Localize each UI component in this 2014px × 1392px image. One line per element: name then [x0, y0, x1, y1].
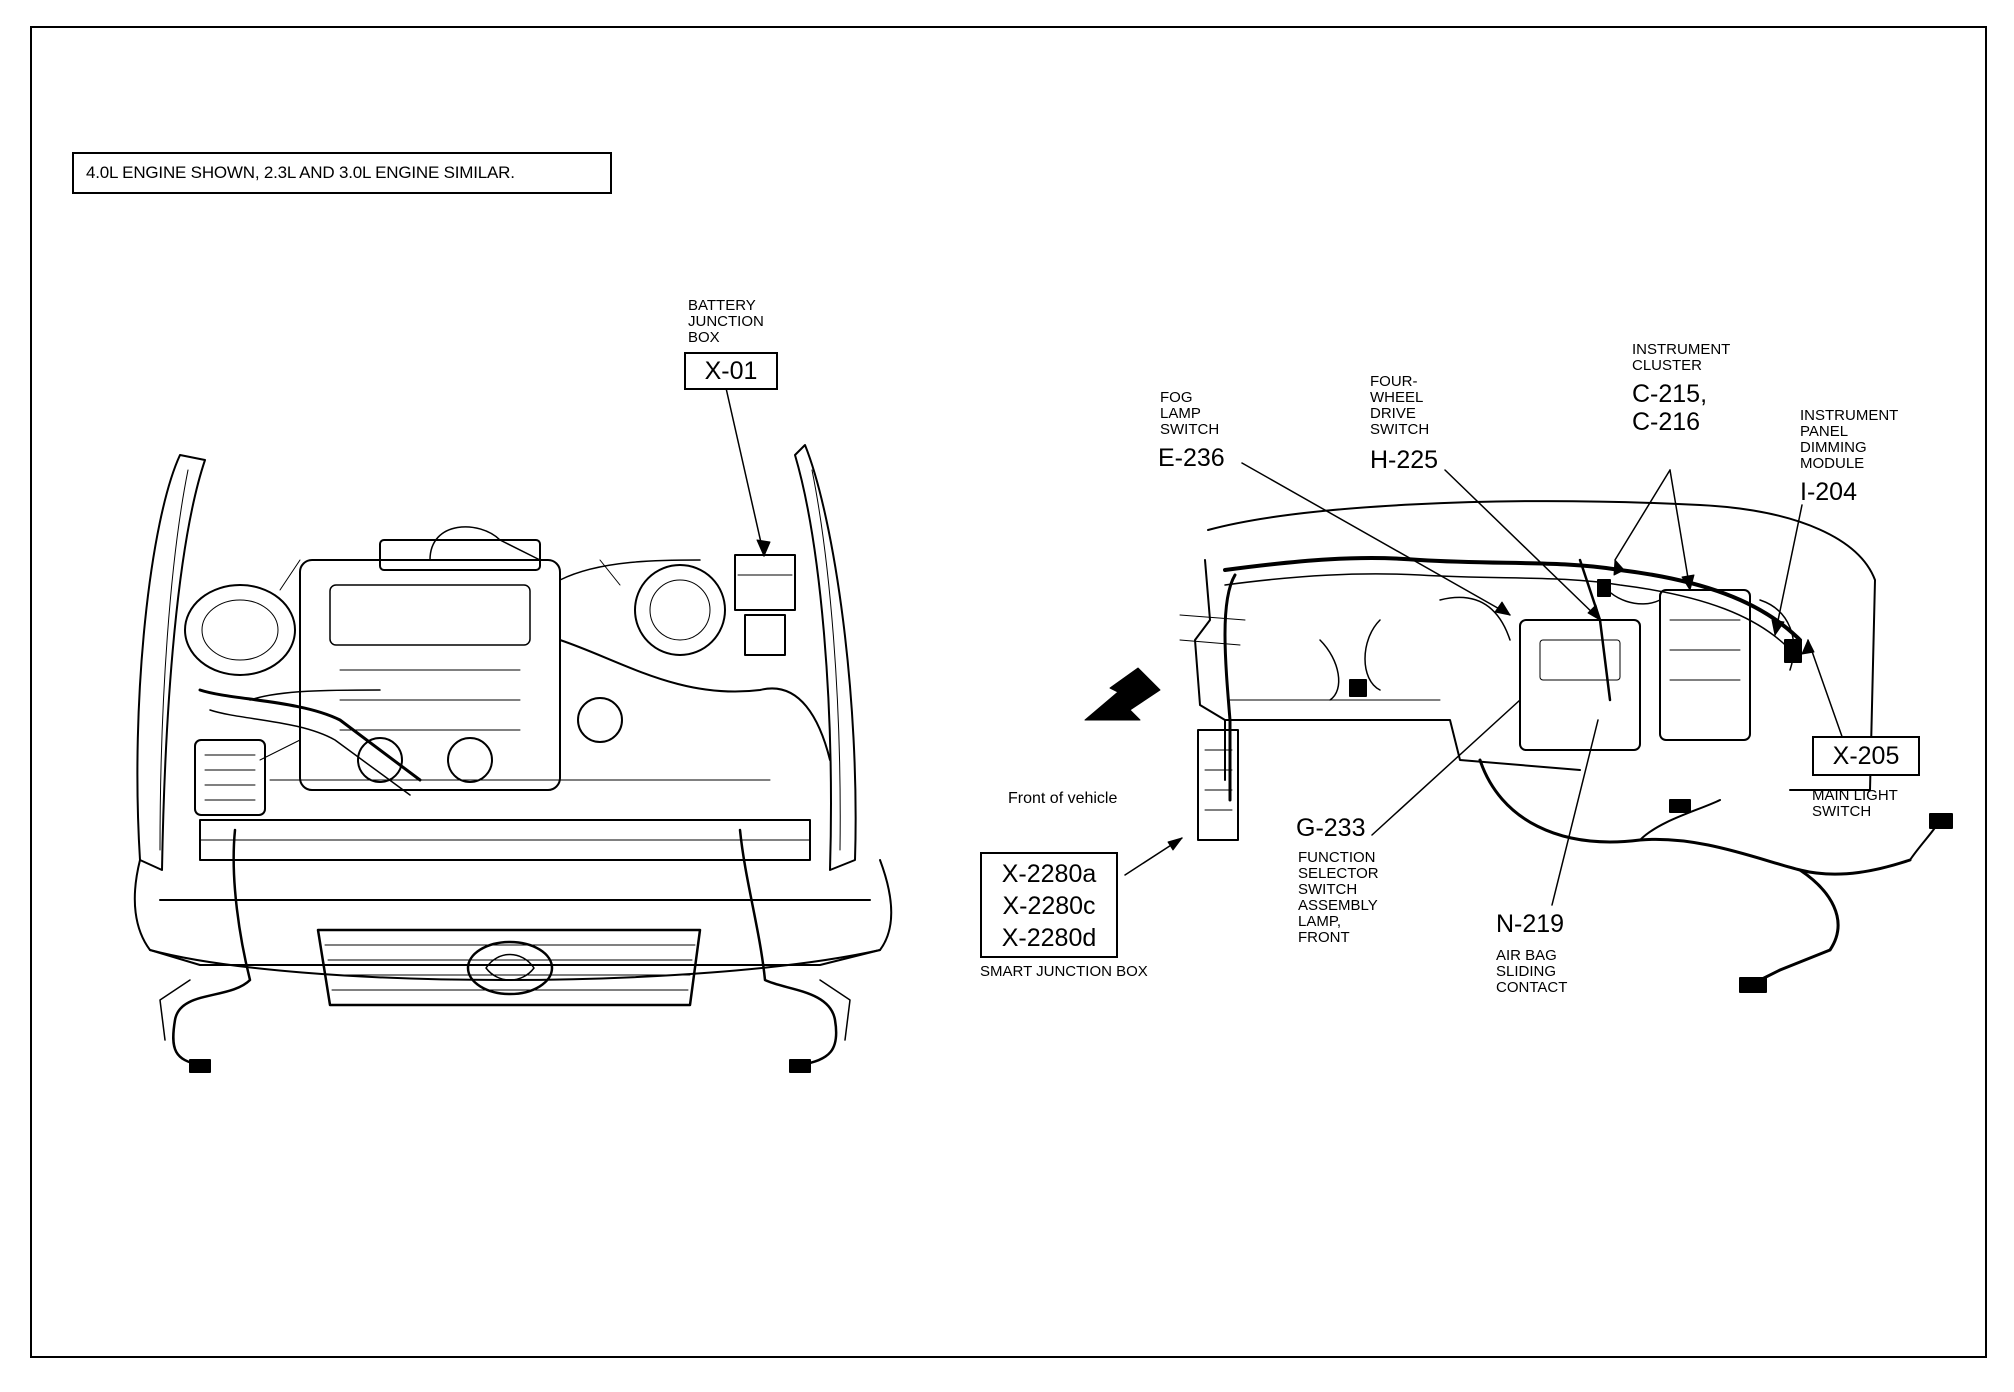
- instrument-panel-dimming-module-label: INSTRUMENT PANEL DIMMING MODULE: [1800, 407, 1899, 472]
- function-selector-switch-label: FUNCTION SELECTOR SWITCH ASSEMBLY LAMP, …: [1298, 849, 1379, 946]
- engine-note: 4.0L ENGINE SHOWN, 2.3L AND 3.0L ENGINE …: [72, 152, 612, 194]
- main-light-switch-code: X-205: [1812, 736, 1920, 776]
- front-of-vehicle-label: Front of vehicle: [1008, 790, 1118, 807]
- four-wheel-drive-switch-code: H-225: [1370, 446, 1439, 474]
- battery-junction-box-code: X-01: [684, 352, 778, 390]
- main-light-switch-label: MAIN LIGHT SWITCH: [1812, 787, 1898, 820]
- four-wheel-drive-switch-label: FOUR- WHEEL DRIVE SWITCH: [1370, 373, 1430, 438]
- smart-junction-box-code: X-2280a X-2280c X-2280d: [980, 852, 1118, 958]
- instrument-cluster-label: INSTRUMENT CLUSTER: [1632, 341, 1731, 374]
- fog-lamp-switch-code: E-236: [1158, 444, 1225, 472]
- smart-junction-box-label: SMART JUNCTION BOX: [980, 963, 1148, 980]
- battery-junction-box-label: BATTERY JUNCTION BOX: [688, 297, 764, 346]
- instrument-panel-dimming-module-code: I-204: [1800, 478, 1857, 506]
- function-selector-switch-code: G-233: [1296, 814, 1366, 842]
- engine-bay-illustration: [133, 444, 893, 1073]
- fog-lamp-switch-label: FOG LAMP SWITCH: [1160, 389, 1220, 438]
- air-bag-sliding-contact-label: AIR BAG SLIDING CONTACT: [1496, 947, 1568, 996]
- air-bag-sliding-contact-code: N-219: [1496, 910, 1565, 938]
- front-direction-arrow-icon: [1084, 667, 1161, 721]
- dashboard-leader-lines: [1124, 462, 1846, 906]
- instrument-cluster-code: C-215, C-216: [1632, 380, 1708, 436]
- diagram-frame: [30, 26, 1987, 1358]
- battery-junction-box-leader: [725, 387, 765, 557]
